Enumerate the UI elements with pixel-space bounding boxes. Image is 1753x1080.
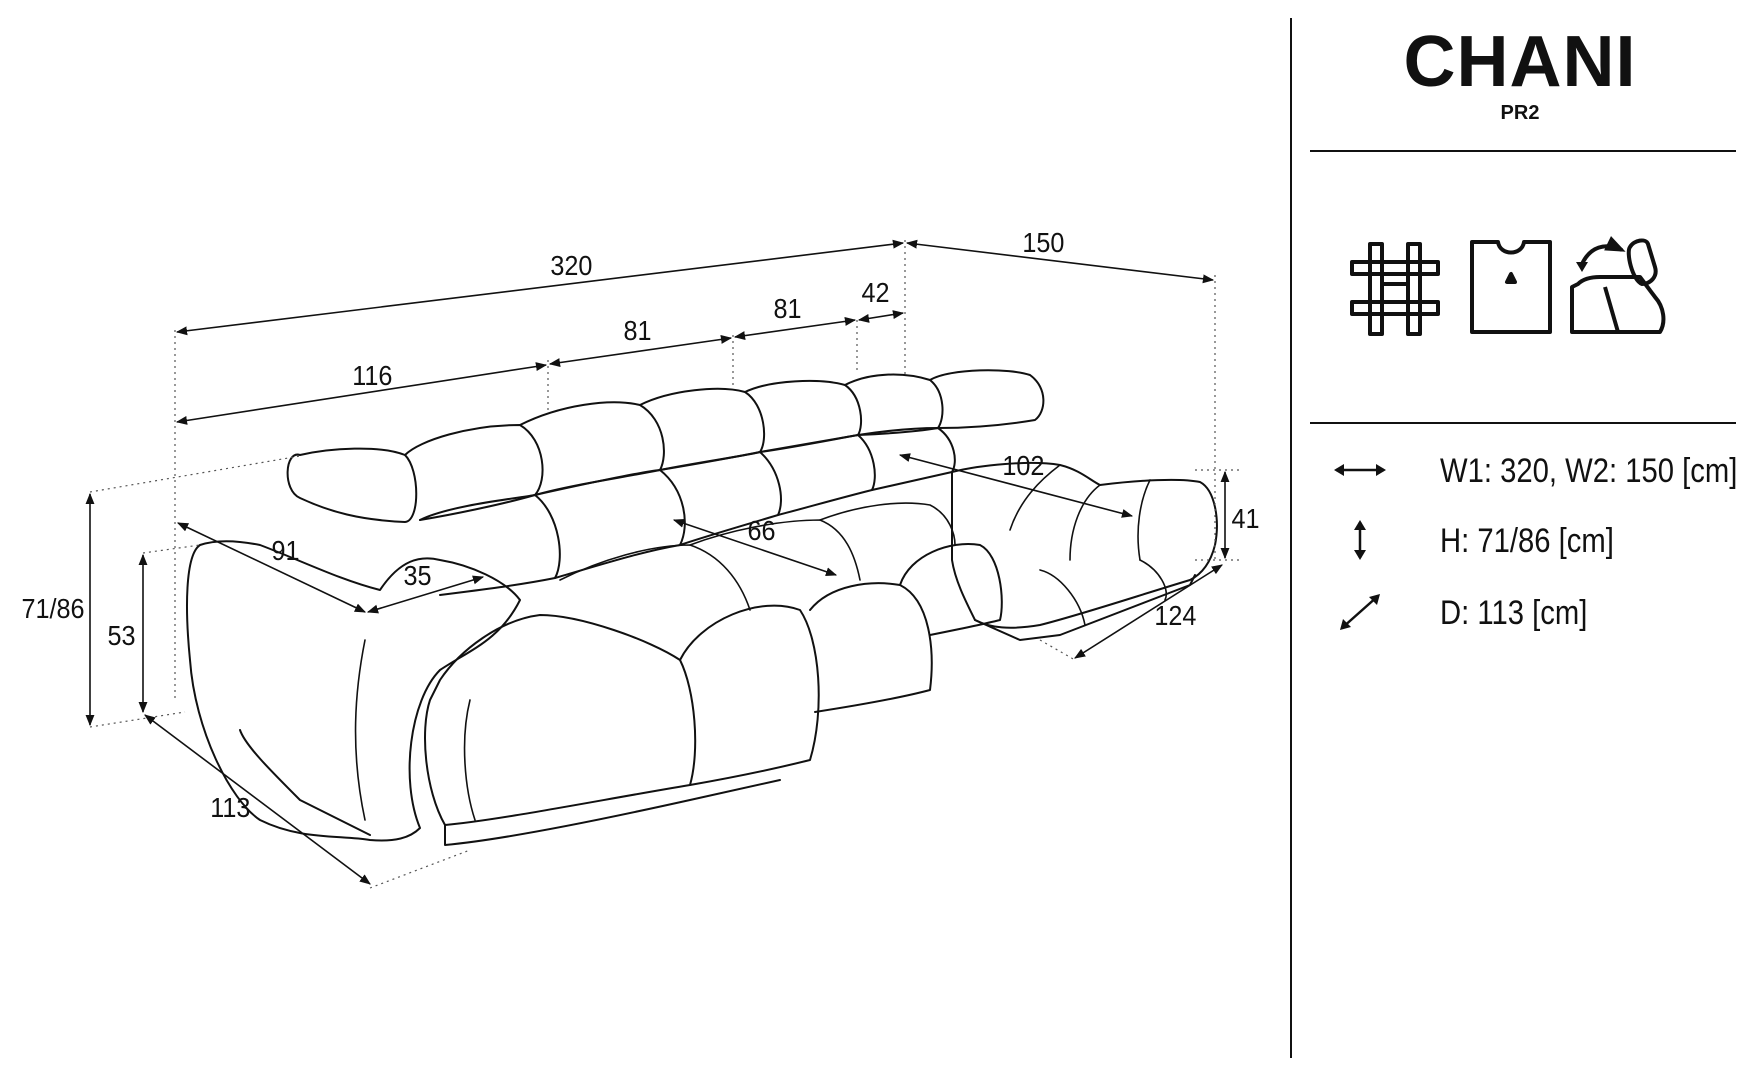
- divider-middle: [1310, 422, 1736, 424]
- seat-front-2: [679, 604, 820, 786]
- dim-segment-3: 81: [774, 293, 802, 325]
- dim-segment-2: 81: [624, 315, 652, 347]
- dim-depth: 113: [210, 792, 250, 824]
- headrest-left: [286, 447, 418, 523]
- vertical-arrow-icon: [1354, 520, 1366, 560]
- dim-chaise-depth: 124: [1154, 600, 1196, 632]
- product-model: PR2: [1500, 102, 1540, 124]
- dim-seat-depth: 66: [748, 515, 776, 547]
- dimension-lines: [85, 239, 1240, 889]
- spec-width-label: W1: 320, W2: 150 [cm]: [1440, 452, 1738, 490]
- dim-segment-4: 42: [862, 277, 890, 309]
- spec-height-label: H: 71/86 [cm]: [1440, 522, 1614, 560]
- dim-armrest-height: 53: [108, 620, 136, 652]
- back-lower-2: [534, 469, 686, 579]
- back-lower-4: [759, 434, 876, 516]
- back-upper-6: [844, 373, 944, 436]
- dim-chaise-width: 150: [1022, 227, 1064, 259]
- seat-front-3: [809, 582, 933, 713]
- dim-segment-1: 116: [352, 360, 392, 392]
- sofa-outline: [186, 369, 1218, 846]
- vertical-divider: [1290, 18, 1292, 1058]
- dim-armrest-width: 35: [404, 560, 432, 592]
- dimension-labels: 320 150 116 81 81 42 71/86 53 113 91 35 …: [22, 227, 1260, 824]
- spec-height: H: 71/86 [cm]: [1330, 518, 1730, 562]
- spec-width: W1: 320, W2: 150 [cm]: [1330, 448, 1737, 492]
- fabric-weave-icon: [1350, 242, 1440, 336]
- back-upper-2: [404, 424, 544, 521]
- product-name: CHANI: [1403, 22, 1637, 102]
- dim-chaise-seat-depth: 102: [1002, 450, 1044, 482]
- dim-total-width: 320: [550, 250, 592, 282]
- divider-top: [1310, 150, 1736, 152]
- dim-armrest-depth: 91: [272, 535, 300, 567]
- diagonal-arrow-icon: [1340, 594, 1380, 630]
- headrest-right: [929, 369, 1045, 429]
- seat-front-4: [899, 543, 1003, 636]
- spec-depth-label: D: 113 [cm]: [1440, 594, 1588, 632]
- sofa-drawing: 320 150 116 81 81 42 71/86 53 113 91 35 …: [22, 227, 1260, 889]
- dim-total-height: 71/86: [22, 593, 85, 625]
- spec-depth: D: 113 [cm]: [1330, 590, 1730, 634]
- feature-icons: [1350, 232, 1710, 342]
- horizontal-arrow-icon: [1334, 464, 1386, 476]
- info-panel: CHANI PR2: [1300, 0, 1740, 1080]
- tshirt-fabric-icon: [1470, 240, 1552, 334]
- back-lower-1: [419, 494, 561, 596]
- adjustable-headrest-icon: [1570, 235, 1666, 334]
- dim-chaise-height: 41: [1232, 503, 1260, 535]
- back-upper-4: [639, 387, 766, 471]
- seat-front-1: [424, 614, 697, 826]
